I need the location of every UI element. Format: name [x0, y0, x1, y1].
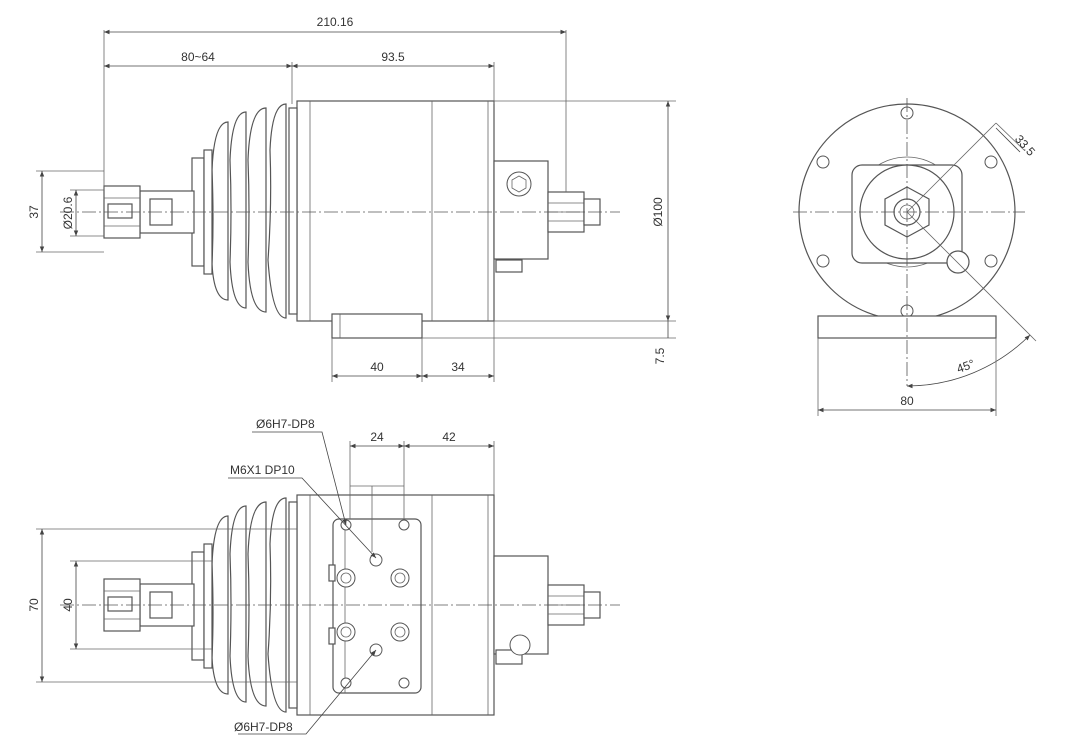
dim-collet-diameter: Ø20.6 — [61, 196, 75, 229]
dim-collet-height: 37 — [27, 205, 41, 219]
pin-hole — [398, 519, 410, 531]
counterbore-hole — [390, 568, 410, 588]
dim-base-width: 80 — [900, 394, 914, 408]
counterbore-hole — [390, 622, 410, 642]
dim-bolt-radius: 33.5 — [1012, 132, 1038, 159]
bellows-top — [211, 497, 287, 713]
note-thread: M6X1 DP10 — [230, 463, 295, 477]
bolt-hole — [984, 155, 998, 169]
dim-flange-height: 7.5 — [653, 347, 667, 364]
note-pin-hole-bottom: Ø6H7-DP8 — [234, 720, 293, 734]
bolt-hole — [984, 254, 998, 268]
front-view: 210.16 80~64 93.5 Ø100 7.5 40 34 37 Ø20.… — [27, 15, 676, 382]
dim-holes-offset: 42 — [442, 430, 456, 444]
mounting-plate — [332, 518, 422, 694]
top-view: 24 42 70 40 Ø6H7-DP8 M6X1 DP10 Ø6H7-DP8 — [27, 417, 620, 735]
bolt-hole — [816, 254, 830, 268]
air-fitting-end — [946, 250, 970, 274]
mounting-foot — [331, 313, 423, 339]
dim-body-diameter: Ø100 — [651, 197, 665, 227]
dim-holes-spacing: 24 — [370, 430, 384, 444]
dim-body-length: 93.5 — [381, 50, 405, 64]
bolt-hole — [816, 155, 830, 169]
thread-hole — [369, 553, 383, 567]
body-housing — [296, 100, 495, 322]
dim-side-inner: 40 — [61, 598, 75, 612]
dim-total-length: 210.16 — [317, 15, 354, 29]
end-view: 33.5 45° 80 — [793, 98, 1038, 416]
dim-angle: 45° — [955, 356, 977, 375]
note-pin-hole-top: Ø6H7-DP8 — [256, 417, 315, 431]
bellows — [211, 103, 287, 319]
dim-foot-b: 34 — [451, 360, 465, 374]
dim-side-height: 70 — [27, 598, 41, 612]
counterbore-hole — [336, 568, 356, 588]
pin-hole — [398, 677, 410, 689]
pin-hole — [340, 677, 352, 689]
dim-foot-a: 40 — [370, 360, 384, 374]
dim-stroke-range: 80~64 — [181, 50, 215, 64]
counterbore-hole — [336, 622, 356, 642]
